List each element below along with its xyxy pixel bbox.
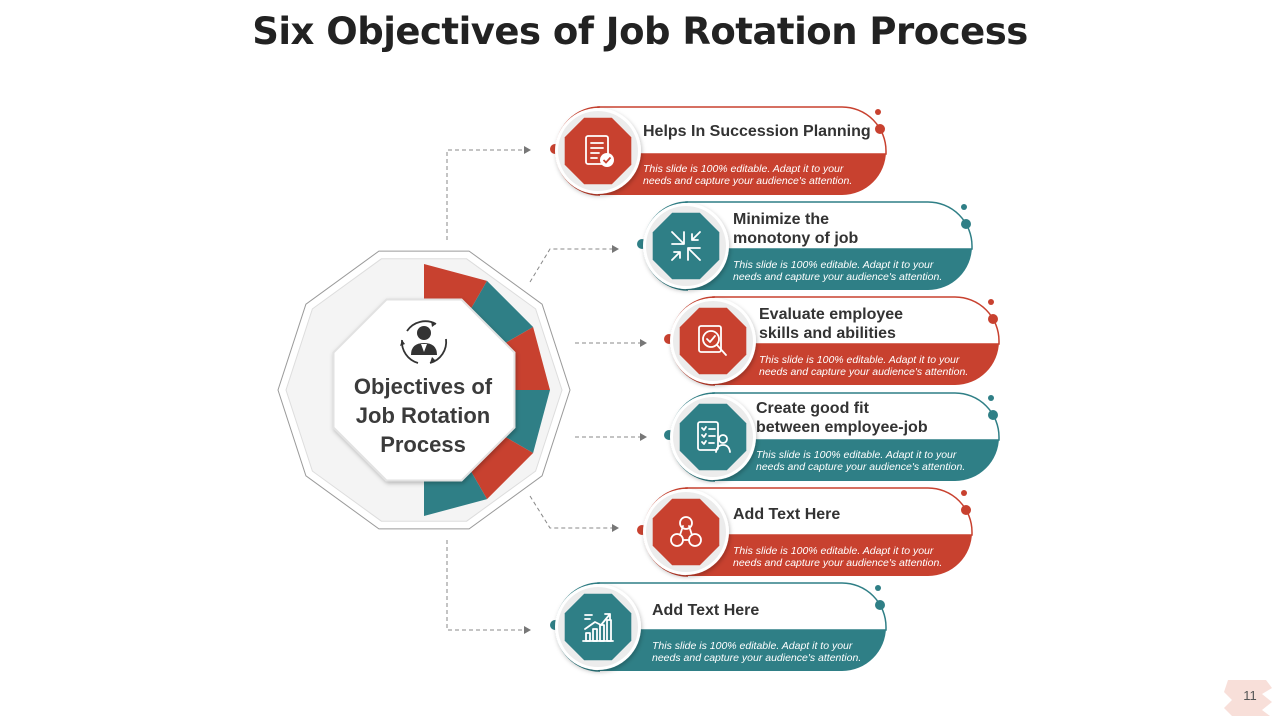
growth-chart-icon [582,613,614,642]
page-number: 11 [1243,688,1257,703]
connector-1 [446,146,531,240]
objective-card-1 [550,106,887,196]
objective-desc-1: This slide is 100% editable. Adapt it to… [643,163,853,187]
center-title: Objectives of Job Rotation Process [328,372,518,459]
card-top-5 [685,487,973,536]
connector-6 [446,540,531,634]
card-top-4 [712,392,1000,441]
objective-card-2 [637,201,973,291]
card-band-1 [598,151,886,195]
objective-title-4: Create good fit between employee-job [756,400,928,436]
objective-title-6: Add Text Here [652,602,760,619]
ring-segment-2 [469,280,534,345]
card-band-5 [686,532,972,576]
objective-card-5 [637,487,973,577]
ring-segment-5 [469,435,534,500]
card-top-2 [685,201,973,250]
connector-5 [529,495,619,532]
card-icon-badge-6 [564,593,632,661]
card-top-1 [597,106,887,155]
objective-title-1: Helps In Succession Planning [643,123,871,140]
card-band-2 [686,246,972,290]
checklist-person-icon [697,421,731,453]
card-icon-badge-2 [652,212,720,280]
objective-title-2: Minimize the monotony of job [733,211,859,247]
connector-lines [446,146,647,634]
card-icon-badge-1 [564,117,632,185]
card-band-3 [713,341,999,385]
objective-cards [550,106,1000,672]
magnify-evaluation-icon [698,325,727,356]
page-badge [1224,680,1272,716]
team-network-icon [670,516,702,547]
card-icon-badge-5 [652,498,720,566]
center-octagon [332,298,516,482]
card-band-6 [598,627,886,671]
employee-rotation-icon [400,320,448,364]
objective-desc-4: This slide is 100% editable. Adapt it to… [756,449,966,473]
objective-title-5: Add Text Here [733,506,841,523]
slide-title: Six Objectives of Job Rotation Process [252,10,1028,53]
objective-title-3: Evaluate employee skills and abilities [759,306,904,342]
card-band-4 [713,437,999,481]
center-title-text: Objectives of Job Rotation Process [353,374,493,457]
objective-desc-2: This slide is 100% editable. Adapt it to… [733,259,943,283]
objective-card-4 [664,392,1000,482]
objective-card-3 [664,296,1000,386]
card-top-3 [712,296,1000,345]
objective-desc-5: This slide is 100% editable. Adapt it to… [733,545,943,569]
objective-desc-6: This slide is 100% editable. Adapt it to… [652,640,862,664]
card-top-6 [597,582,887,631]
card-icon-badge-4 [679,403,747,471]
arrows-inward-icon [671,231,701,261]
document-check-icon [585,135,614,167]
objective-desc-3: This slide is 100% editable. Adapt it to… [759,354,969,378]
card-icon-badge-3 [679,307,747,375]
connector-2 [529,245,619,283]
objective-card-6 [550,582,887,672]
